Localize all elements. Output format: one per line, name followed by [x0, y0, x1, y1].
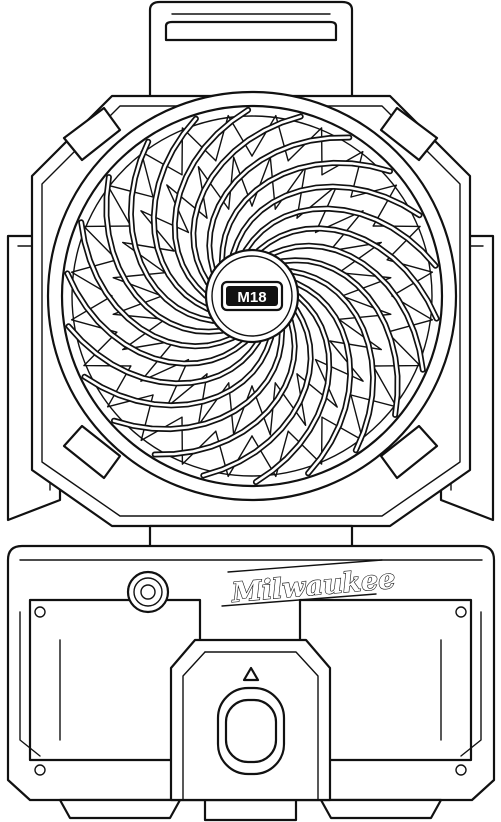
lattice-segment	[386, 295, 434, 333]
grille-blade-highlight	[153, 319, 297, 456]
corner-bumpers	[62, 106, 439, 480]
grille-blade-highlight	[220, 161, 392, 263]
grille-blade-highlight	[231, 185, 421, 256]
grille-blade-highlight	[269, 244, 425, 371]
grille-blade-highlight	[67, 325, 260, 385]
lattice-segment	[321, 150, 364, 198]
grille-blade-highlight	[294, 281, 352, 475]
hub-badge-text: M18	[237, 289, 266, 306]
grille-blade-highlight	[202, 307, 313, 477]
grille-blade-highlight	[289, 269, 375, 452]
lattice-segment	[296, 358, 338, 408]
lattice-segment	[122, 318, 175, 351]
grille-blade-highlight	[280, 258, 399, 417]
carry-handle[interactable]	[148, 0, 354, 122]
grille-blade-highlight	[254, 294, 331, 484]
grille-blade-highlight	[257, 227, 438, 320]
fan-neck	[148, 524, 354, 550]
grille-blade-highlight	[129, 140, 215, 323]
lattice-segment	[274, 373, 307, 426]
lattice-segment	[197, 166, 230, 219]
grille-blade-highlight	[191, 115, 302, 285]
speed-knob-icon[interactable]	[126, 570, 170, 614]
power-button-icon[interactable]	[216, 686, 286, 776]
grille-blade-highlight	[83, 336, 273, 407]
grille-blade-highlight	[207, 136, 351, 273]
grille-blade-highlight	[244, 207, 437, 267]
lattice-segment	[329, 241, 382, 274]
lattice-segment	[140, 340, 190, 382]
grille-blade-highlight	[112, 329, 284, 431]
lattice-segment	[166, 184, 208, 234]
triangle-up-icon	[242, 666, 260, 682]
grille-blade-highlight	[105, 175, 224, 334]
lattice-segment	[181, 416, 217, 465]
grille-blade-highlight	[152, 117, 210, 311]
lattice-segment	[287, 127, 323, 176]
lattice-segment	[70, 259, 118, 297]
grille-spirals	[64, 107, 440, 485]
grille-blade-highlight	[79, 221, 235, 348]
grille-blade-highlight	[66, 272, 247, 365]
grille-blade-highlight	[173, 108, 250, 298]
fan-hub: M18	[204, 248, 300, 344]
lattice-segment	[314, 210, 364, 252]
lattice-segment	[140, 394, 183, 442]
